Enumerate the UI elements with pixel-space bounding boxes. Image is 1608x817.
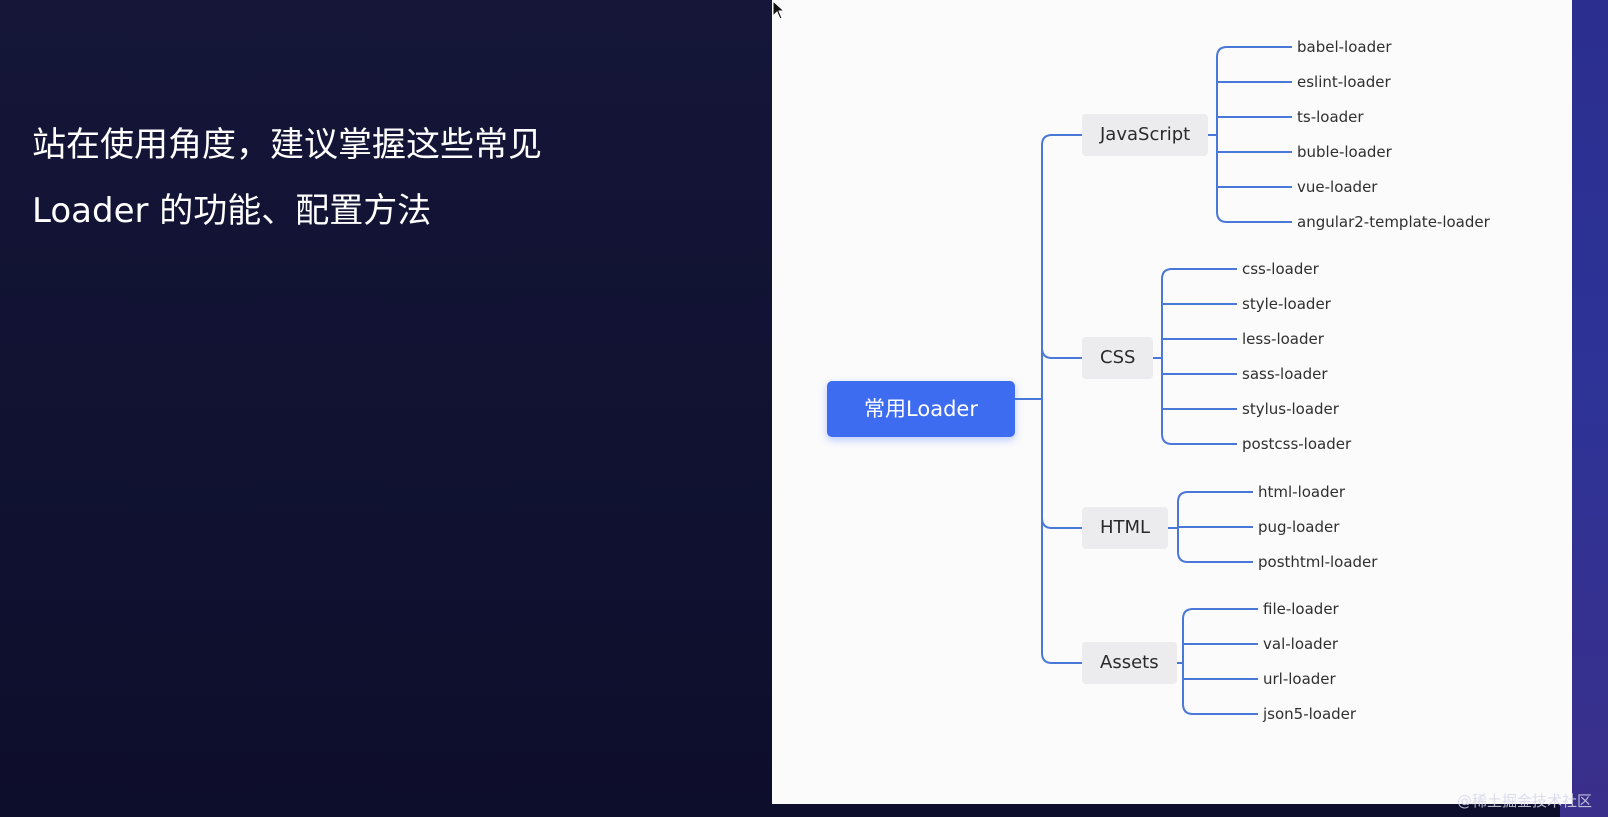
mouse-pointer-icon [772, 0, 786, 20]
headline-line-1: 站在使用角度，建议掌握这些常见 [32, 125, 542, 165]
category-node-assets: Assets [1082, 642, 1177, 684]
leaf-ts-loader: ts-loader [1297, 108, 1364, 126]
leaf-postcss-loader: postcss-loader [1242, 435, 1352, 453]
leaf-vue-loader: vue-loader [1297, 178, 1378, 196]
category-connector-2 [1041, 517, 1082, 529]
category-connector-0 [1041, 134, 1082, 146]
leaf-html-loader: html-loader [1258, 483, 1346, 501]
leaf-val-loader: val-loader [1263, 635, 1339, 653]
leaf-eslint-loader: eslint-loader [1297, 73, 1391, 91]
leaf-json5-loader: json5-loader [1263, 705, 1357, 723]
leaf-connector-3-3 [1182, 703, 1258, 715]
leaf-buble-loader: buble-loader [1297, 143, 1392, 161]
category-node-javascript: JavaScript [1082, 114, 1209, 156]
leaf-connector-3-0 [1182, 608, 1258, 620]
leaf-pug-loader: pug-loader [1258, 518, 1340, 536]
leaf-babel-loader: babel-loader [1297, 38, 1392, 56]
leaf-connector-1-5 [1161, 433, 1237, 445]
leaf-angular2-template-loader: angular2-template-loader [1297, 213, 1490, 231]
headline-line-2: Loader 的功能、配置方法 [32, 191, 432, 231]
leaf-connector-2-0 [1177, 491, 1253, 503]
slide-headline: 站在使用角度，建议掌握这些常见 Loader 的功能、配置方法 [32, 112, 542, 244]
watermark: @稀土掘金技术社区 [1456, 792, 1592, 810]
leaf-posthtml-loader: posthtml-loader [1258, 553, 1378, 571]
category-connector-3 [1041, 652, 1082, 664]
category-node-html: HTML [1082, 507, 1169, 549]
mind-map-panel: 常用Loader JavaScript CSS HTML Assets babe… [772, 0, 1572, 804]
leaf-css-loader: css-loader [1242, 260, 1319, 278]
leaf-sass-loader: sass-loader [1242, 365, 1328, 383]
connector-lines [1015, 46, 1292, 715]
leaf-url-loader: url-loader [1263, 670, 1336, 688]
leaf-connector-1-0 [1161, 268, 1237, 280]
leaf-connector-0-5 [1216, 211, 1292, 223]
category-connector-1 [1041, 347, 1082, 359]
leaf-connector-0-0 [1216, 46, 1292, 58]
leaf-less-loader: less-loader [1242, 330, 1324, 348]
leaf-file-loader: file-loader [1263, 600, 1339, 618]
root-node: 常用Loader [827, 381, 1015, 437]
leaf-stylus-loader: stylus-loader [1242, 400, 1339, 418]
leaf-connector-2-2 [1177, 551, 1253, 563]
category-node-css: CSS [1082, 337, 1154, 379]
leaf-style-loader: style-loader [1242, 295, 1331, 313]
